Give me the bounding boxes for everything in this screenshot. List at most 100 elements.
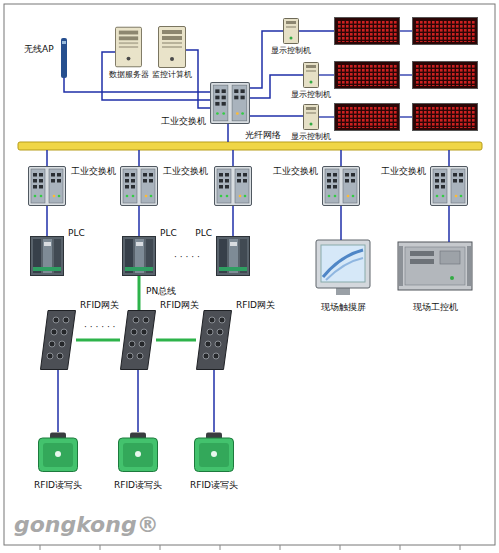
plc-icon [123, 237, 156, 276]
controller-icon [304, 63, 319, 88]
switch-icon [121, 167, 158, 206]
network-line [213, 370, 215, 432]
network-line [46, 206, 48, 236]
display-controller: 显示控制机 [283, 18, 299, 44]
network-line [250, 115, 303, 117]
rfid-reader: RFID读写头 [38, 432, 78, 472]
device-label: 工业交换机 [71, 166, 116, 177]
rfid-gateway: RFID网关 [120, 310, 156, 370]
bus-label: PN总线 [145, 286, 177, 297]
server-icon [115, 27, 141, 67]
device-label: 显示控制机 [271, 46, 311, 56]
controller-icon [284, 19, 299, 44]
plc: PLC [216, 236, 250, 276]
device-label: RFID网关 [80, 300, 119, 311]
rfid-gateway: RFID网关 [196, 310, 232, 370]
led-display [413, 62, 478, 89]
wireless-ap-icon [61, 38, 67, 78]
switch-icon [29, 167, 66, 206]
network-line [448, 150, 450, 166]
switch-icon [215, 167, 252, 206]
pn-bus-line [156, 339, 196, 342]
plc-icon [217, 237, 250, 276]
device-label: RFID读写头 [114, 480, 162, 491]
led-display [335, 104, 400, 131]
network-line [448, 206, 450, 242]
wireless-ap: 无线AP [60, 38, 68, 78]
device-label: 无线AP [24, 44, 54, 55]
network-line [227, 124, 229, 142]
industrial-switch: 工业交换机 [322, 166, 360, 206]
device-label: 现场触摸屏 [321, 302, 366, 313]
reader-icon [119, 433, 158, 472]
device-label: 工业交换机 [273, 166, 318, 177]
rfid-reader: RFID读写头 [118, 432, 158, 472]
rfid-gateway: RFID网关 [40, 310, 76, 370]
gateway-icon [197, 311, 232, 370]
rfid-reader: RFID读写头 [194, 432, 234, 472]
led-display [335, 62, 400, 89]
network-line [138, 150, 140, 166]
led-display [335, 18, 400, 45]
pn-bus-line [138, 276, 141, 310]
device-label: 光纤网络 [245, 130, 281, 141]
device-label: PLC [195, 228, 212, 239]
fiber-band [18, 142, 482, 150]
unlabeled-switch-wires [232, 150, 234, 236]
switch-icon [431, 167, 468, 206]
network-line [138, 206, 140, 236]
device-label: 现场工控机 [413, 302, 458, 313]
watermark: gongkong® [14, 512, 159, 538]
device-label: PLC [68, 228, 85, 239]
gateway-icon [41, 311, 76, 370]
industrial-switch: 工业交换机 [120, 166, 158, 206]
device-label: RFID读写头 [34, 480, 82, 491]
industrial-switch: 工业交换机 [210, 82, 250, 124]
device-label: 显示控制机 [291, 90, 331, 100]
reader-icon [195, 433, 234, 472]
drawing-frame [4, 4, 495, 545]
network-line [46, 150, 48, 166]
device-label: 监控计算机 [152, 70, 192, 80]
device-label: 工业交换机 [381, 166, 426, 177]
device-label: RFID读写头 [190, 480, 238, 491]
industrial-pc: 现场工控机 [398, 242, 472, 290]
display-controller: 显示控制机 [303, 62, 319, 88]
plc: PLC [122, 236, 156, 276]
device-label: RFID网关 [160, 300, 199, 311]
touch-screen-icon [316, 240, 370, 295]
computer-icon [159, 27, 186, 68]
monitor-computer: 监控计算机 [158, 26, 186, 68]
industrial-pc-icon [398, 242, 472, 290]
device-label: 工业交换机 [161, 116, 206, 127]
switch-icon [211, 83, 250, 124]
plc-icon [31, 237, 64, 276]
ellipsis-dots: · · · · · · [84, 322, 115, 333]
ruler-ticks [40, 545, 460, 550]
network-line [137, 370, 139, 432]
network-line [250, 31, 283, 88]
network-line [57, 370, 59, 432]
touch-screen: 现场触摸屏 [316, 240, 370, 296]
network-line [340, 206, 342, 240]
network-line [340, 150, 342, 166]
led-display [413, 104, 478, 131]
fiber-network: 光纤网络 [18, 142, 482, 150]
pn-bus-line [76, 339, 120, 342]
device-label: PLC [160, 228, 177, 239]
ellipsis-dots: · · · · · [174, 252, 200, 263]
display-controller: 显示控制机 [303, 104, 319, 130]
led-display [413, 18, 478, 45]
industrial-switch: 工业交换机 [430, 166, 468, 206]
reader-icon [39, 433, 78, 472]
device-label: RFID网关 [236, 300, 275, 311]
industrial-switch: 工业交换机 [28, 166, 66, 206]
device-label: 数据服务器 [109, 70, 149, 80]
plc: PLC [30, 236, 64, 276]
network-line [102, 52, 210, 100]
device-label: 工业交换机 [163, 166, 208, 177]
device-label: 显示控制机 [291, 132, 331, 142]
